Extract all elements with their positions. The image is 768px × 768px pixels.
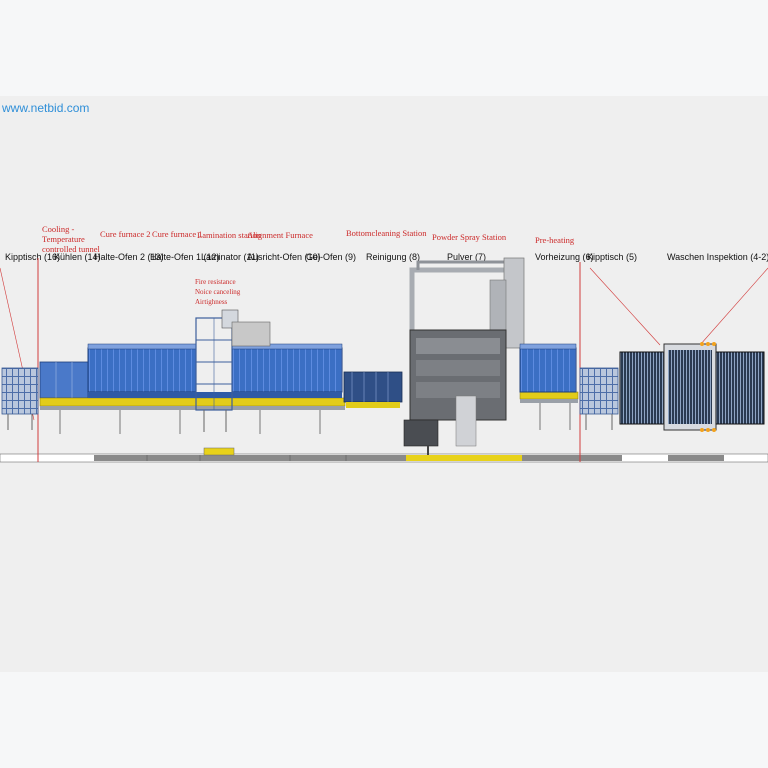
label-de-halte-ofen-2: Halte-Ofen 2 (13) xyxy=(94,252,164,262)
oven-row xyxy=(87,343,343,398)
preheating-oven xyxy=(519,343,577,393)
label-en-cure-furnace-2: Cure furnace 2 xyxy=(100,229,151,239)
note-airtightness: Airtighness xyxy=(195,298,228,306)
label-de-vorheizung: Vorheizung (6) xyxy=(535,252,594,262)
label-de-kipptisch-16: Kipptisch (16) xyxy=(5,252,61,262)
label-de-gel-ofen: Gel-Ofen (9) xyxy=(306,252,357,262)
label-de-reinigung: Reinigung (8) xyxy=(366,252,421,262)
cleaning-unit xyxy=(343,371,403,408)
label-de-halte-ofen-1: Halte-Ofen 1 (12) xyxy=(150,252,220,262)
cooling-tunnel xyxy=(39,361,89,399)
label-en-lamination: Lamination station xyxy=(197,230,261,240)
label-de-kipptisch-5: Kipptisch (5) xyxy=(587,252,638,262)
label-de-kuehlen: Kühlen (14) xyxy=(54,252,101,262)
top-margin xyxy=(0,0,768,96)
label-de-pulver: Pulver (7) xyxy=(447,252,487,262)
label-en-preheating: Pre-heating xyxy=(535,235,575,245)
label-en-alignment: Alignment Furnace xyxy=(247,230,313,240)
kipptisch-5-rack xyxy=(579,367,619,430)
note-fire-resistance: Fire resistance xyxy=(195,278,236,286)
laminator-tower xyxy=(195,309,271,432)
kipptisch-16-rack xyxy=(1,367,39,430)
support-legs xyxy=(59,403,571,434)
floor-strip xyxy=(0,447,768,463)
bottom-margin xyxy=(0,672,768,768)
label-en-bottomcleaning: Bottomcleaning Station xyxy=(346,228,427,238)
label-de-waschen-inspektion: Waschen Inspektion (4-2) xyxy=(667,252,768,262)
label-en-powder-spray: Powder Spray Station xyxy=(432,232,507,242)
label-de-laminator: Laminator (11) xyxy=(201,252,259,262)
label-de-ausricht-ofen: Ausricht-Ofen (10) xyxy=(247,252,321,262)
watermark: www.netbid.com xyxy=(2,101,90,115)
washing-inspection-unit xyxy=(619,342,765,432)
label-en-cooling: Cooling - Temperature controlled tunnel xyxy=(42,224,100,254)
label-en-cure-furnace-1: Cure furnace 1 xyxy=(152,229,203,239)
note-noise-canceling: Noice canceling xyxy=(195,288,241,296)
powder-spray-station xyxy=(403,257,525,455)
